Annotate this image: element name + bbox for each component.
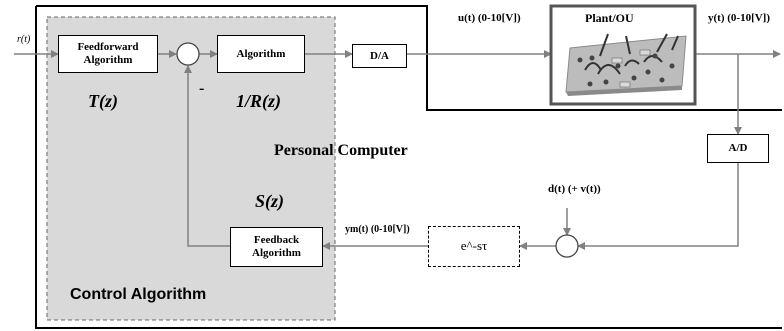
disturbance-label: d(t) (+ v(t)) [548, 183, 601, 195]
u-signal-label: u(t) (0-10[V]) [458, 12, 521, 24]
time-delay-block: e^-sτ [428, 226, 520, 267]
feedforward-tf-label: T(z) [88, 91, 118, 111]
wire-ad-to-sum [577, 163, 739, 250]
da-converter-block: D/A [352, 44, 407, 68]
algorithm-label: Algorithm [236, 47, 286, 60]
feedback-label: Feedback Algorithm [252, 234, 301, 259]
input-signal-label: r(t) [17, 34, 31, 45]
y-signal-label: y(t) (0-10[V]) [708, 12, 770, 24]
wire-feedback-to-sum [184, 65, 230, 247]
ad-converter-block: A/D [707, 134, 769, 163]
personal-computer-label: Personal Computer [274, 142, 408, 159]
control-algorithm-label: Control Algorithm [70, 286, 207, 303]
plant-board-image [565, 33, 687, 96]
feedforward-block: Feedforward Algorithm [58, 35, 158, 73]
controller-tf-label: 1/R(z) [236, 91, 281, 111]
personal-computer-boundary [35, 5, 782, 329]
ym-signal-label: ym(t) (0-10[V]) [345, 224, 410, 235]
algorithm-block: Algorithm [217, 35, 305, 73]
feedforward-label: Feedforward Algorithm [77, 41, 139, 66]
da-label: D/A [370, 49, 389, 62]
plant-title: Plant/OU [585, 11, 634, 25]
feedback-block: Feedback Algorithm [230, 227, 323, 267]
minus-sign: - [199, 80, 205, 97]
summing-junction-disturbance [555, 234, 579, 258]
feedback-tf-label: S(z) [255, 191, 285, 211]
time-delay-label: e^-sτ [460, 238, 488, 254]
summing-junction-main [176, 42, 200, 66]
ad-label: A/D [728, 142, 748, 155]
